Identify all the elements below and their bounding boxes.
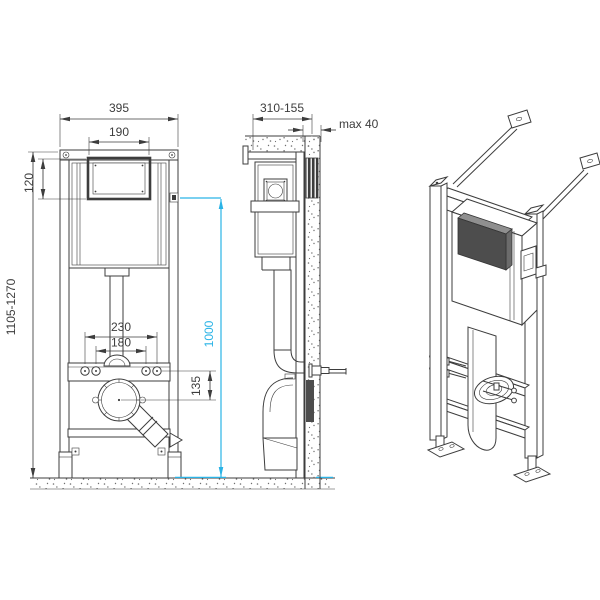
dim-bolt-outer: 230 (84, 320, 158, 364)
dim-install-depth: 310-155 (252, 101, 313, 150)
meter-mark-label: 1000 (202, 320, 216, 347)
frame-rail-side (295, 151, 305, 479)
dim-label-bolt-inner: 180 (111, 336, 131, 350)
dim-flush-width: 190 (88, 125, 150, 155)
front-view: 395 190 120 1105-1270 230 (4, 101, 333, 479)
iso-left-post (428, 176, 449, 441)
wall-fixing-bolt (308, 363, 347, 378)
pan-seal-gasket (306, 380, 314, 422)
dim-drain-offset: 135 (121, 370, 216, 401)
iso-cistern (451, 198, 547, 327)
iso-feet (426, 435, 552, 483)
wc-fixing-bolts (80, 366, 162, 376)
iso-side-access-plate (520, 245, 547, 280)
dim-max-finish: max 40 (288, 117, 379, 142)
dim-frame-height: 1105-1270 (4, 151, 58, 478)
front-legs (58, 447, 182, 479)
flush-valve-access (263, 178, 288, 204)
dim-label-max-finish: max 40 (339, 117, 379, 131)
dim-label-install-depth: 310-155 (260, 101, 304, 115)
dim-label-flush-height: 120 (22, 173, 36, 193)
flush-plate-opening (86, 156, 152, 201)
meter-mark: 1000 (169, 192, 333, 478)
side-view: 310-155 max 40 (242, 101, 379, 489)
dim-total-width: 395 (59, 101, 179, 147)
upper-crossbar-front (67, 354, 171, 382)
iso-flush-recess (457, 212, 513, 271)
cistern-strap (250, 200, 300, 213)
dim-label-frame-height: 1105-1270 (4, 278, 18, 335)
drain-bend-side (262, 373, 298, 471)
dim-label-bolt-outer: 230 (111, 320, 131, 334)
outlet-direction-arrow (169, 432, 183, 448)
flush-pipe-side (261, 257, 304, 374)
wall-finish-layer (305, 157, 319, 199)
dim-label-flush-width: 190 (109, 125, 129, 139)
drain-flange (92, 378, 146, 422)
dim-label-drain-offset: 135 (189, 376, 203, 396)
floor-section (30, 477, 335, 490)
cistern-side (250, 161, 300, 258)
dim-bolt-inner: 180 (95, 336, 147, 364)
dim-label-total-width: 395 (109, 101, 129, 115)
iso-wall-anchors (452, 109, 600, 220)
isometric-view (426, 109, 600, 483)
